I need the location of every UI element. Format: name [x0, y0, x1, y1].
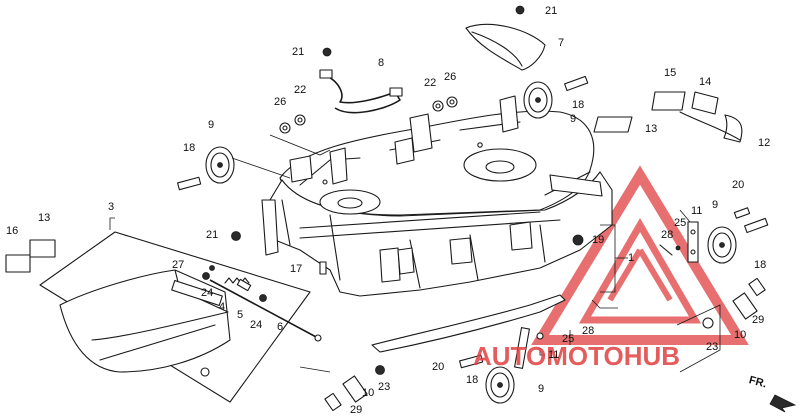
bolts: [177, 75, 769, 369]
direction-label: FR.: [748, 374, 768, 390]
part-number-16: 16: [6, 225, 18, 237]
chute-hinge-rod: [202, 265, 322, 342]
hex-nuts: [231, 231, 584, 246]
part-number-29: 29: [752, 314, 764, 326]
discharge-chute: [39, 231, 311, 403]
part-number-8: 8: [378, 57, 384, 69]
gauge-wheel-top: [523, 81, 553, 119]
part-number-9: 9: [570, 113, 576, 125]
part-number-25: 25: [674, 217, 686, 229]
gauge-wheel-bottom: [485, 366, 515, 404]
part-number-27: 27: [172, 259, 184, 271]
part-number-10: 10: [734, 329, 746, 341]
part-number-21: 21: [292, 46, 304, 58]
part-number-21: 21: [545, 5, 557, 17]
part-number-26: 26: [444, 71, 456, 83]
part-number-29: 29: [350, 404, 362, 416]
part-number-1: 1: [628, 252, 634, 264]
gauge-wheel-left: [205, 146, 291, 184]
part-number-13: 13: [645, 123, 657, 135]
part-number-10: 10: [362, 387, 374, 399]
part-number-28: 28: [661, 229, 673, 241]
deck-housing: [261, 95, 613, 297]
lower-baffle: [371, 294, 566, 369]
decal-labels: [5, 91, 743, 273]
part-number-22: 22: [424, 77, 436, 89]
part-number-3: 3: [108, 201, 114, 213]
wheel-bracket-right: [659, 221, 699, 263]
part-number-18: 18: [466, 374, 478, 386]
part-number-18: 18: [572, 99, 584, 111]
part-number-13: 13: [38, 212, 50, 224]
part-number-11: 11: [691, 205, 702, 217]
part-number-23: 23: [706, 341, 718, 353]
part-number-17: 17: [290, 263, 302, 275]
deck-bracket: [319, 47, 403, 114]
part-number-14: 14: [699, 76, 711, 88]
part-number-24: 24: [201, 287, 213, 299]
part-number-21: 21: [206, 229, 218, 241]
part-number-15: 15: [664, 67, 676, 79]
nuts-washers-right: [432, 96, 458, 112]
part-number-26: 26: [274, 96, 286, 108]
part-number-9: 9: [208, 119, 214, 131]
part-number-28: 28: [582, 325, 594, 337]
part-number-18: 18: [183, 142, 195, 154]
part-number-18: 18: [754, 259, 766, 271]
spacers-bottom: [324, 277, 766, 412]
gauge-wheel-right: [707, 226, 737, 264]
part-number-22: 22: [294, 84, 306, 96]
part-number-7: 7: [558, 37, 564, 49]
part-number-19: 19: [592, 234, 604, 246]
nuts-washers-left: [269, 114, 331, 156]
part-number-4: 4: [219, 301, 225, 313]
part-number-20: 20: [732, 179, 744, 191]
part-number-6: 6: [277, 321, 283, 333]
belt-cover: [465, 5, 546, 71]
part-number-11: 11: [548, 349, 559, 361]
part-number-24: 24: [250, 319, 262, 331]
leader-lines: [109, 209, 721, 373]
part-number-25: 25: [562, 333, 574, 345]
part-number-23: 23: [378, 381, 390, 393]
part-number-12: 12: [758, 137, 770, 149]
front-direction-arrow: FR.: [748, 374, 797, 413]
part-number-9: 9: [712, 199, 718, 211]
watermark-text: AUTOMOTOHUB: [473, 341, 680, 371]
part-number-9: 9: [538, 383, 544, 395]
part-number-20: 20: [432, 361, 444, 373]
part-number-5: 5: [237, 309, 243, 321]
watermark-text: AUTOMOTOHUB: [473, 341, 680, 371]
